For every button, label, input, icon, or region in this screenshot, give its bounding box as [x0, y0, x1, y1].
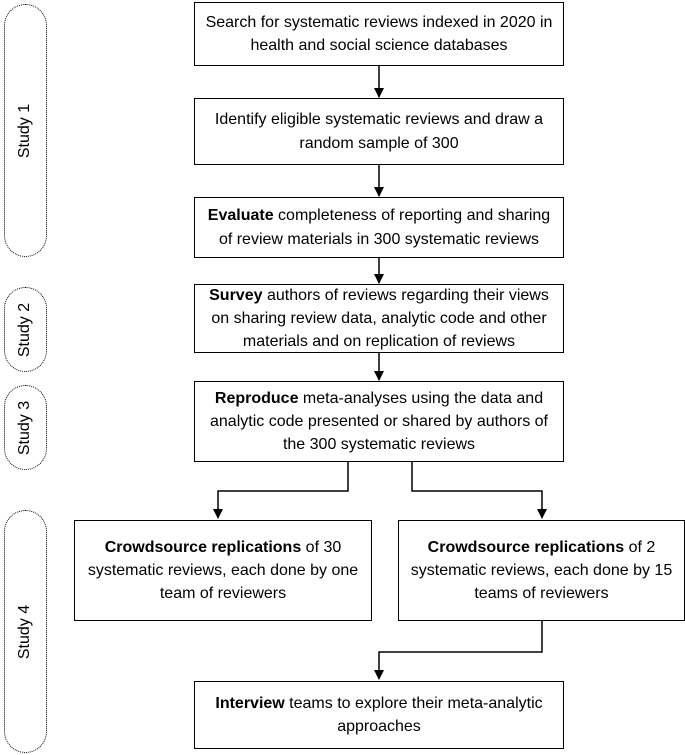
study-1-label: Study 1 — [4, 4, 47, 257]
crowd30-box-text: of 30 systematic reviews, each done by o… — [87, 538, 359, 603]
crowd2-box-bold: Crowdsource replications — [427, 538, 625, 556]
reproduce-box-text: meta-analyses using the data and analyti… — [210, 389, 548, 454]
reproduce-box: Reproduce meta-analyses using the data a… — [194, 381, 564, 462]
identify-box: Identify eligible systematic reviews and… — [194, 98, 564, 165]
search-box: Search for systematic reviews indexed in… — [194, 2, 564, 66]
identify-box-text: Identify eligible systematic reviews and… — [214, 111, 544, 152]
survey-box: Survey authors of reviews regarding thei… — [194, 284, 564, 353]
survey-box-bold: Survey — [209, 286, 263, 304]
arrow-reproduce-crowd30 — [213, 462, 349, 519]
arrow-reproduce-crowd2 — [411, 462, 547, 519]
interview-box-text: teams to explore their meta-analytic app… — [284, 694, 543, 735]
study-2-label: Study 2 — [4, 287, 47, 372]
arrow-crowd2-interview — [374, 621, 543, 680]
interview-box: Interview teams to explore their meta-an… — [194, 681, 564, 749]
study-3-label: Study 3 — [4, 385, 47, 470]
crowd30-box-bold: Crowdsource replications — [104, 538, 302, 556]
crowd30-box: Crowdsource replications of 30 systemati… — [74, 520, 372, 621]
search-box-text: Search for systematic reviews indexed in… — [205, 13, 553, 54]
reproduce-box-bold: Reproduce — [214, 389, 299, 407]
interview-box-bold: Interview — [215, 694, 285, 712]
crowd2-box: Crowdsource replications of 2 systematic… — [398, 520, 685, 621]
evaluate-box-text: completeness of reporting and sharing of… — [218, 207, 551, 248]
evaluate-box: Evaluate completeness of reporting and s… — [194, 197, 564, 258]
study-4-label: Study 4 — [4, 510, 47, 753]
survey-box-text: authors of reviews regarding their views… — [211, 286, 549, 351]
crowd2-box-text: of 2 systematic reviews, each done by 15… — [410, 538, 673, 603]
evaluate-box-bold: Evaluate — [207, 207, 274, 225]
